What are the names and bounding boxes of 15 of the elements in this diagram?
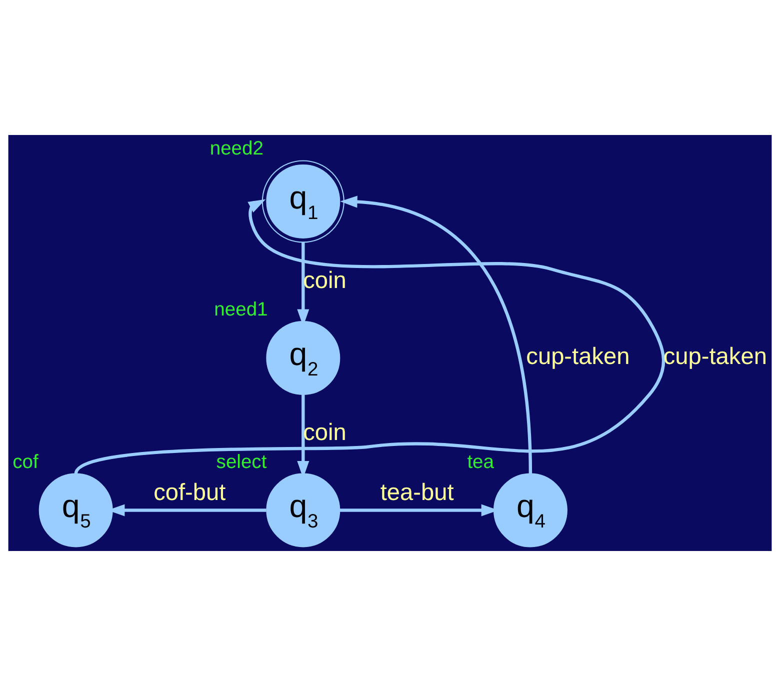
edge-label: cof-but (154, 479, 226, 506)
node-circle: q$_{5}$ (38, 473, 113, 548)
edge-label: tea-but (380, 479, 454, 506)
node-label: cof (12, 452, 38, 473)
node-circle: q$_{1}$ (262, 160, 344, 243)
node-label: select (216, 452, 267, 473)
arrow (74, 199, 665, 475)
edge-label: cup-taken (526, 343, 630, 370)
node-label: tea (467, 452, 494, 473)
node-circle: q$_{4}$ (493, 473, 568, 548)
node-label: need1 (214, 300, 268, 321)
node-circle: q$_{2}$ (266, 321, 340, 395)
node-label: need2 (210, 138, 264, 160)
node-circle: q$_{3}$ (266, 473, 340, 548)
edge-label: cup-taken (663, 343, 767, 370)
